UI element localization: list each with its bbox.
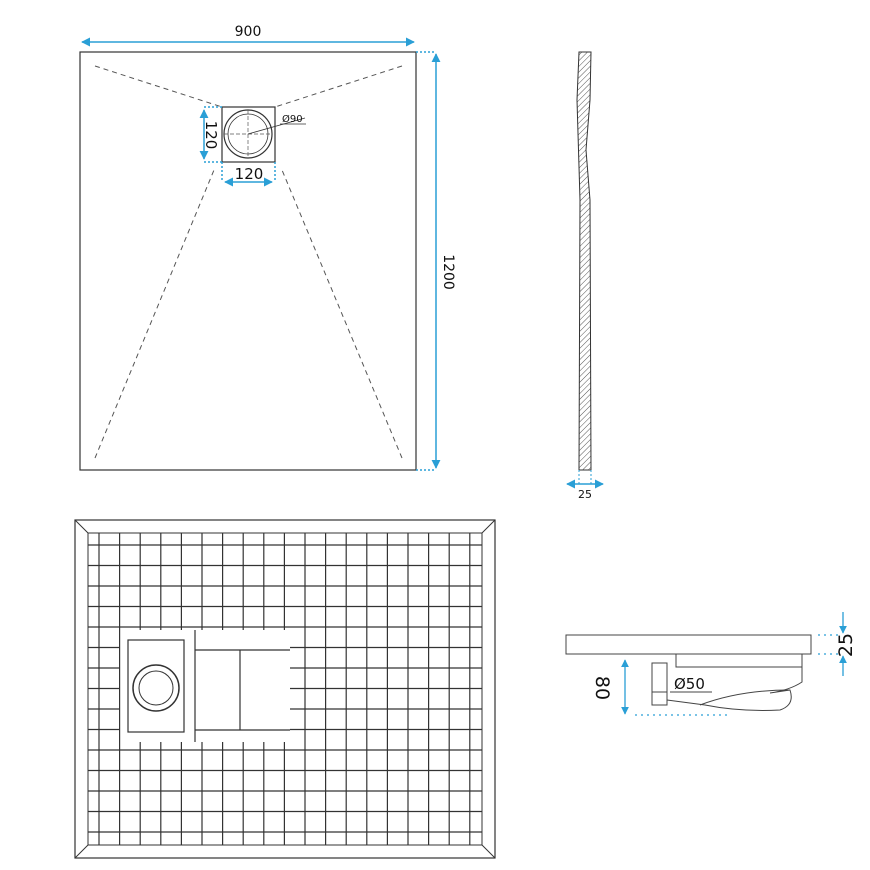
support-grid bbox=[88, 533, 482, 845]
length-label: 1200 bbox=[440, 254, 456, 290]
slope-lines bbox=[94, 65, 403, 459]
section-dimensions bbox=[621, 612, 847, 716]
trap-outlet bbox=[651, 662, 668, 706]
side-profile bbox=[576, 51, 592, 471]
drain-height-label: 120 bbox=[202, 121, 220, 150]
tray-thickness-label: 25 bbox=[835, 633, 857, 657]
top-view bbox=[79, 51, 417, 471]
drain-diameter-label: Ø90 bbox=[282, 113, 303, 125]
drain-width-label: 120 bbox=[235, 165, 264, 183]
tray-outline bbox=[79, 51, 417, 471]
drain-box bbox=[221, 106, 276, 163]
trap-height-label: 80 bbox=[591, 676, 613, 700]
width-label: 900 bbox=[235, 24, 262, 40]
outlet-diameter-label: Ø50 bbox=[674, 675, 705, 693]
tray-section bbox=[565, 634, 812, 655]
side-thickness-label: 25 bbox=[578, 488, 592, 501]
side-view bbox=[566, 51, 604, 489]
bottom-outline bbox=[74, 519, 496, 859]
bottom-drain bbox=[132, 664, 180, 712]
bottom-view bbox=[74, 519, 496, 859]
dimension-lines bbox=[81, 37, 441, 471]
section-view bbox=[565, 634, 812, 711]
